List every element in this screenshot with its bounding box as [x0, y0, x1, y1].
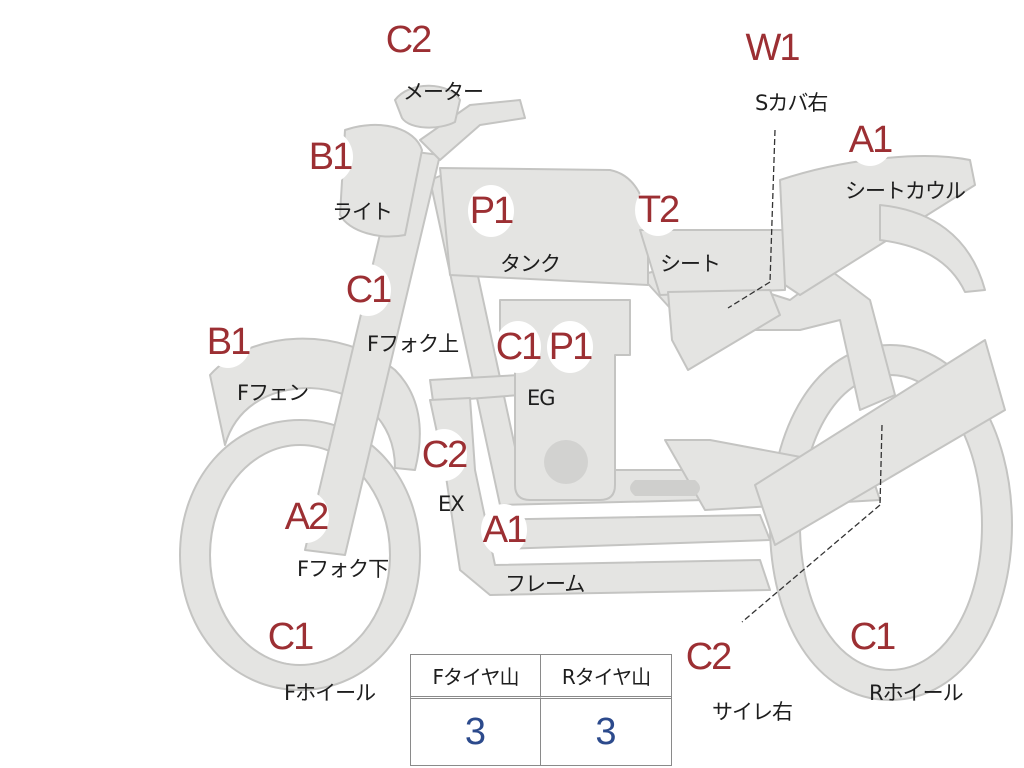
exhaust-label: EX [438, 492, 465, 516]
front-fork-lower-grade: A2 [283, 491, 329, 543]
front-fork-lower-label: Fフォク下 [297, 557, 389, 581]
front-fender-grade: B1 [205, 316, 251, 368]
seat-shape [639, 229, 786, 296]
side-cover-shape [667, 289, 781, 371]
rear-tire-value: 3 [595, 710, 617, 753]
front-tire-header: Fタイヤ山 [411, 655, 541, 699]
silencer-right-label: サイレ右 [712, 700, 793, 724]
headlight-shape [339, 123, 423, 238]
front-wheel-shape [179, 419, 421, 691]
engine-case-circle [544, 440, 588, 484]
leader-line-side-cover [769, 129, 776, 283]
front-fork-upper-grade: C1 [345, 264, 392, 316]
seat-cowl-grade: A1 [847, 114, 893, 166]
side-cover-right-label: Sカバ右 [755, 91, 828, 115]
seat-grade: T2 [635, 184, 681, 236]
front-wheel-label: Fホイール [284, 681, 376, 705]
seat-cowl-shape [779, 155, 976, 296]
light-grade: B1 [307, 131, 353, 183]
frame-grade: A1 [481, 504, 527, 556]
exhaust-grade: C2 [421, 429, 468, 481]
engine-grade-c1: C1 [495, 321, 542, 373]
rear-wheel-label: Rホイール [869, 681, 964, 705]
front-tire-value: 3 [411, 699, 541, 765]
tank-label: タンク [500, 252, 561, 276]
seat-label: シート [660, 252, 721, 276]
fork-shape [304, 149, 441, 556]
rear-fender-shape [879, 204, 986, 293]
rear-wheel-grade: C1 [849, 611, 896, 663]
tire-tread-table: Fタイヤ山 Rタイヤ山 3 3 [410, 654, 672, 766]
silencer-right-grade: C2 [685, 631, 732, 683]
handlebar-shape [419, 99, 526, 161]
side-cover-right-grade: W1 [746, 22, 801, 74]
silencer-shape [754, 339, 1006, 546]
engine-label: EG [527, 386, 556, 410]
meter-grade: C2 [385, 14, 432, 66]
frame-label: フレーム [505, 572, 585, 596]
meter-shape [394, 84, 461, 129]
seat-cowl-label: シートカウル [845, 179, 966, 203]
meter-label: メーター [403, 80, 484, 104]
exhaust-pipe-shape [429, 397, 771, 596]
front-wheel-grade: C1 [267, 611, 314, 663]
rear-tire-header: Rタイヤ山 [541, 655, 671, 699]
footpeg-shape [630, 480, 700, 496]
tank-grade: P1 [468, 185, 514, 237]
engine-grade-p1: P1 [547, 321, 593, 373]
leader-line-silencer-2 [741, 504, 881, 623]
front-fender-label: Fフェン [237, 381, 309, 405]
light-label: ライト [332, 200, 393, 224]
leader-line-side-cover-2 [727, 281, 771, 309]
front-fork-upper-label: Fフォク上 [367, 332, 459, 356]
leader-line-silencer [879, 424, 883, 506]
